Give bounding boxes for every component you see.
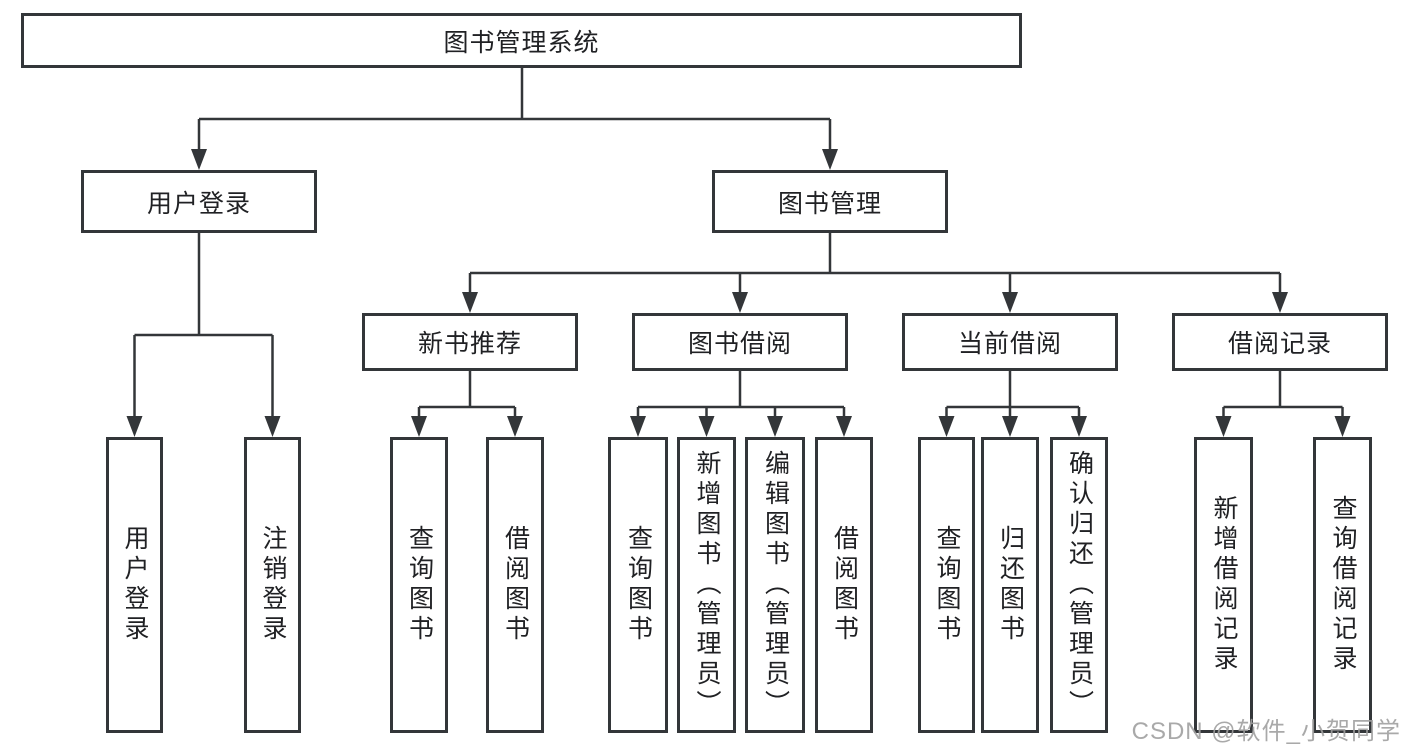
leaf-query-books-borrow: 查询图书 <box>608 437 668 733</box>
leaf-confirm-return-admin: 确认归还（管理员） <box>1050 437 1108 733</box>
node-label: 用户登录 <box>146 189 251 218</box>
node-user-login: 用户登录 <box>81 170 317 233</box>
node-book-management: 图书管理 <box>712 170 948 233</box>
node-label: 用户登录 <box>121 525 149 645</box>
node-book-borrowing: 图书借阅 <box>632 313 848 371</box>
node-label: 查询图书 <box>405 525 434 645</box>
node-label: 注销登录 <box>259 525 287 645</box>
node-label: 新增图书（管理员） <box>693 450 721 720</box>
node-label: 归还图书 <box>996 525 1025 645</box>
node-label: 查询借阅记录 <box>1329 495 1357 675</box>
watermark: CSDN @软件_小贺同学 <box>1131 718 1401 745</box>
node-label: 图书管理系统 <box>443 28 600 57</box>
leaf-query-books-current: 查询图书 <box>918 437 975 733</box>
leaf-add-borrow-record: 新增借阅记录 <box>1194 437 1253 733</box>
node-label: 图书管理 <box>777 189 882 218</box>
node-label: 查询图书 <box>624 525 653 645</box>
node-new-book-recommendation: 新书推荐 <box>362 313 578 371</box>
node-label: 图书借阅 <box>687 330 792 358</box>
node-label: 编辑图书（管理员） <box>761 450 790 720</box>
leaf-borrow-books-recommend: 借阅图书 <box>486 437 544 733</box>
leaf-add-books-admin: 新增图书（管理员） <box>677 437 736 733</box>
node-label: 借阅图书 <box>501 525 530 645</box>
leaf-return-books: 归还图书 <box>981 437 1039 733</box>
leaf-logout-login: 注销登录 <box>244 437 301 733</box>
arrowhead-icons <box>126 149 1351 437</box>
leaf-query-books-recommend: 查询图书 <box>390 437 448 733</box>
node-label: 当前借阅 <box>957 330 1062 358</box>
node-label: 查询图书 <box>933 525 961 645</box>
node-borrowing-records: 借阅记录 <box>1172 313 1388 371</box>
leaf-borrow-books-borrow: 借阅图书 <box>815 437 873 733</box>
node-label: 借阅记录 <box>1227 330 1332 358</box>
node-label: 新增借阅记录 <box>1210 495 1238 675</box>
node-label: 新书推荐 <box>417 330 522 358</box>
node-library-management-system: 图书管理系统 <box>21 13 1022 68</box>
node-current-borrowing: 当前借阅 <box>902 313 1118 371</box>
leaf-edit-books-admin: 编辑图书（管理员） <box>745 437 805 733</box>
node-label: 借阅图书 <box>830 525 859 645</box>
leaf-query-borrow-record: 查询借阅记录 <box>1313 437 1372 733</box>
node-label: 确认归还（管理员） <box>1065 450 1094 720</box>
leaf-user-login: 用户登录 <box>106 437 163 733</box>
